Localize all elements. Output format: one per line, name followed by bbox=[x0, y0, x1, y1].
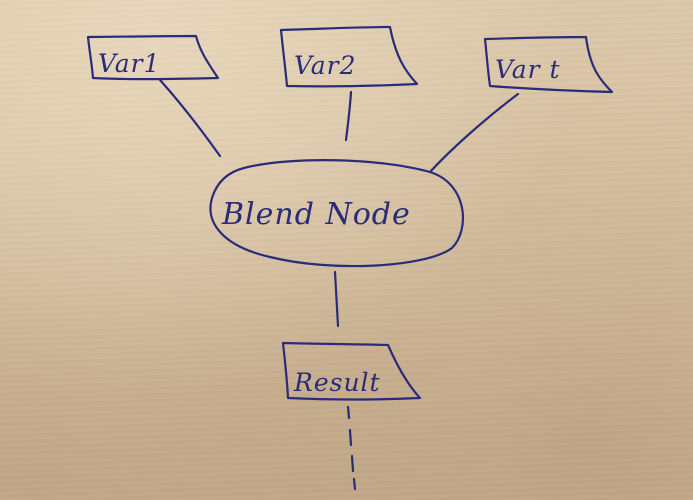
edge-result-continuation bbox=[346, 405, 357, 491]
node-blend-label: Blend Node bbox=[221, 197, 411, 232]
dash-mark bbox=[348, 428, 353, 447]
node-var1-label: Var1 bbox=[98, 49, 161, 78]
dash-mark bbox=[352, 477, 357, 491]
edge-var2-blend bbox=[344, 90, 353, 142]
node-var2-shape bbox=[279, 25, 419, 88]
node-result-shape bbox=[281, 341, 422, 401]
dash-mark bbox=[350, 454, 355, 473]
node-var-t-shape bbox=[483, 35, 614, 94]
node-var2-label: Var2 bbox=[294, 51, 357, 80]
node-var2: Var2 bbox=[279, 25, 419, 88]
node-var1-shape bbox=[86, 34, 220, 81]
node-var1: Var1 bbox=[86, 34, 220, 81]
edge-var1-blend bbox=[158, 78, 222, 158]
node-var-t: Var t bbox=[483, 35, 614, 94]
edge-blend-result bbox=[333, 270, 340, 328]
node-result: Result bbox=[281, 341, 422, 401]
node-var-t-label: Var t bbox=[495, 55, 561, 84]
dash-mark bbox=[346, 405, 351, 420]
edge-var-t-blend bbox=[428, 92, 520, 174]
node-blend-shape bbox=[209, 159, 465, 268]
node-result-label: Result bbox=[293, 368, 381, 397]
node-blend: Blend Node bbox=[209, 159, 465, 268]
